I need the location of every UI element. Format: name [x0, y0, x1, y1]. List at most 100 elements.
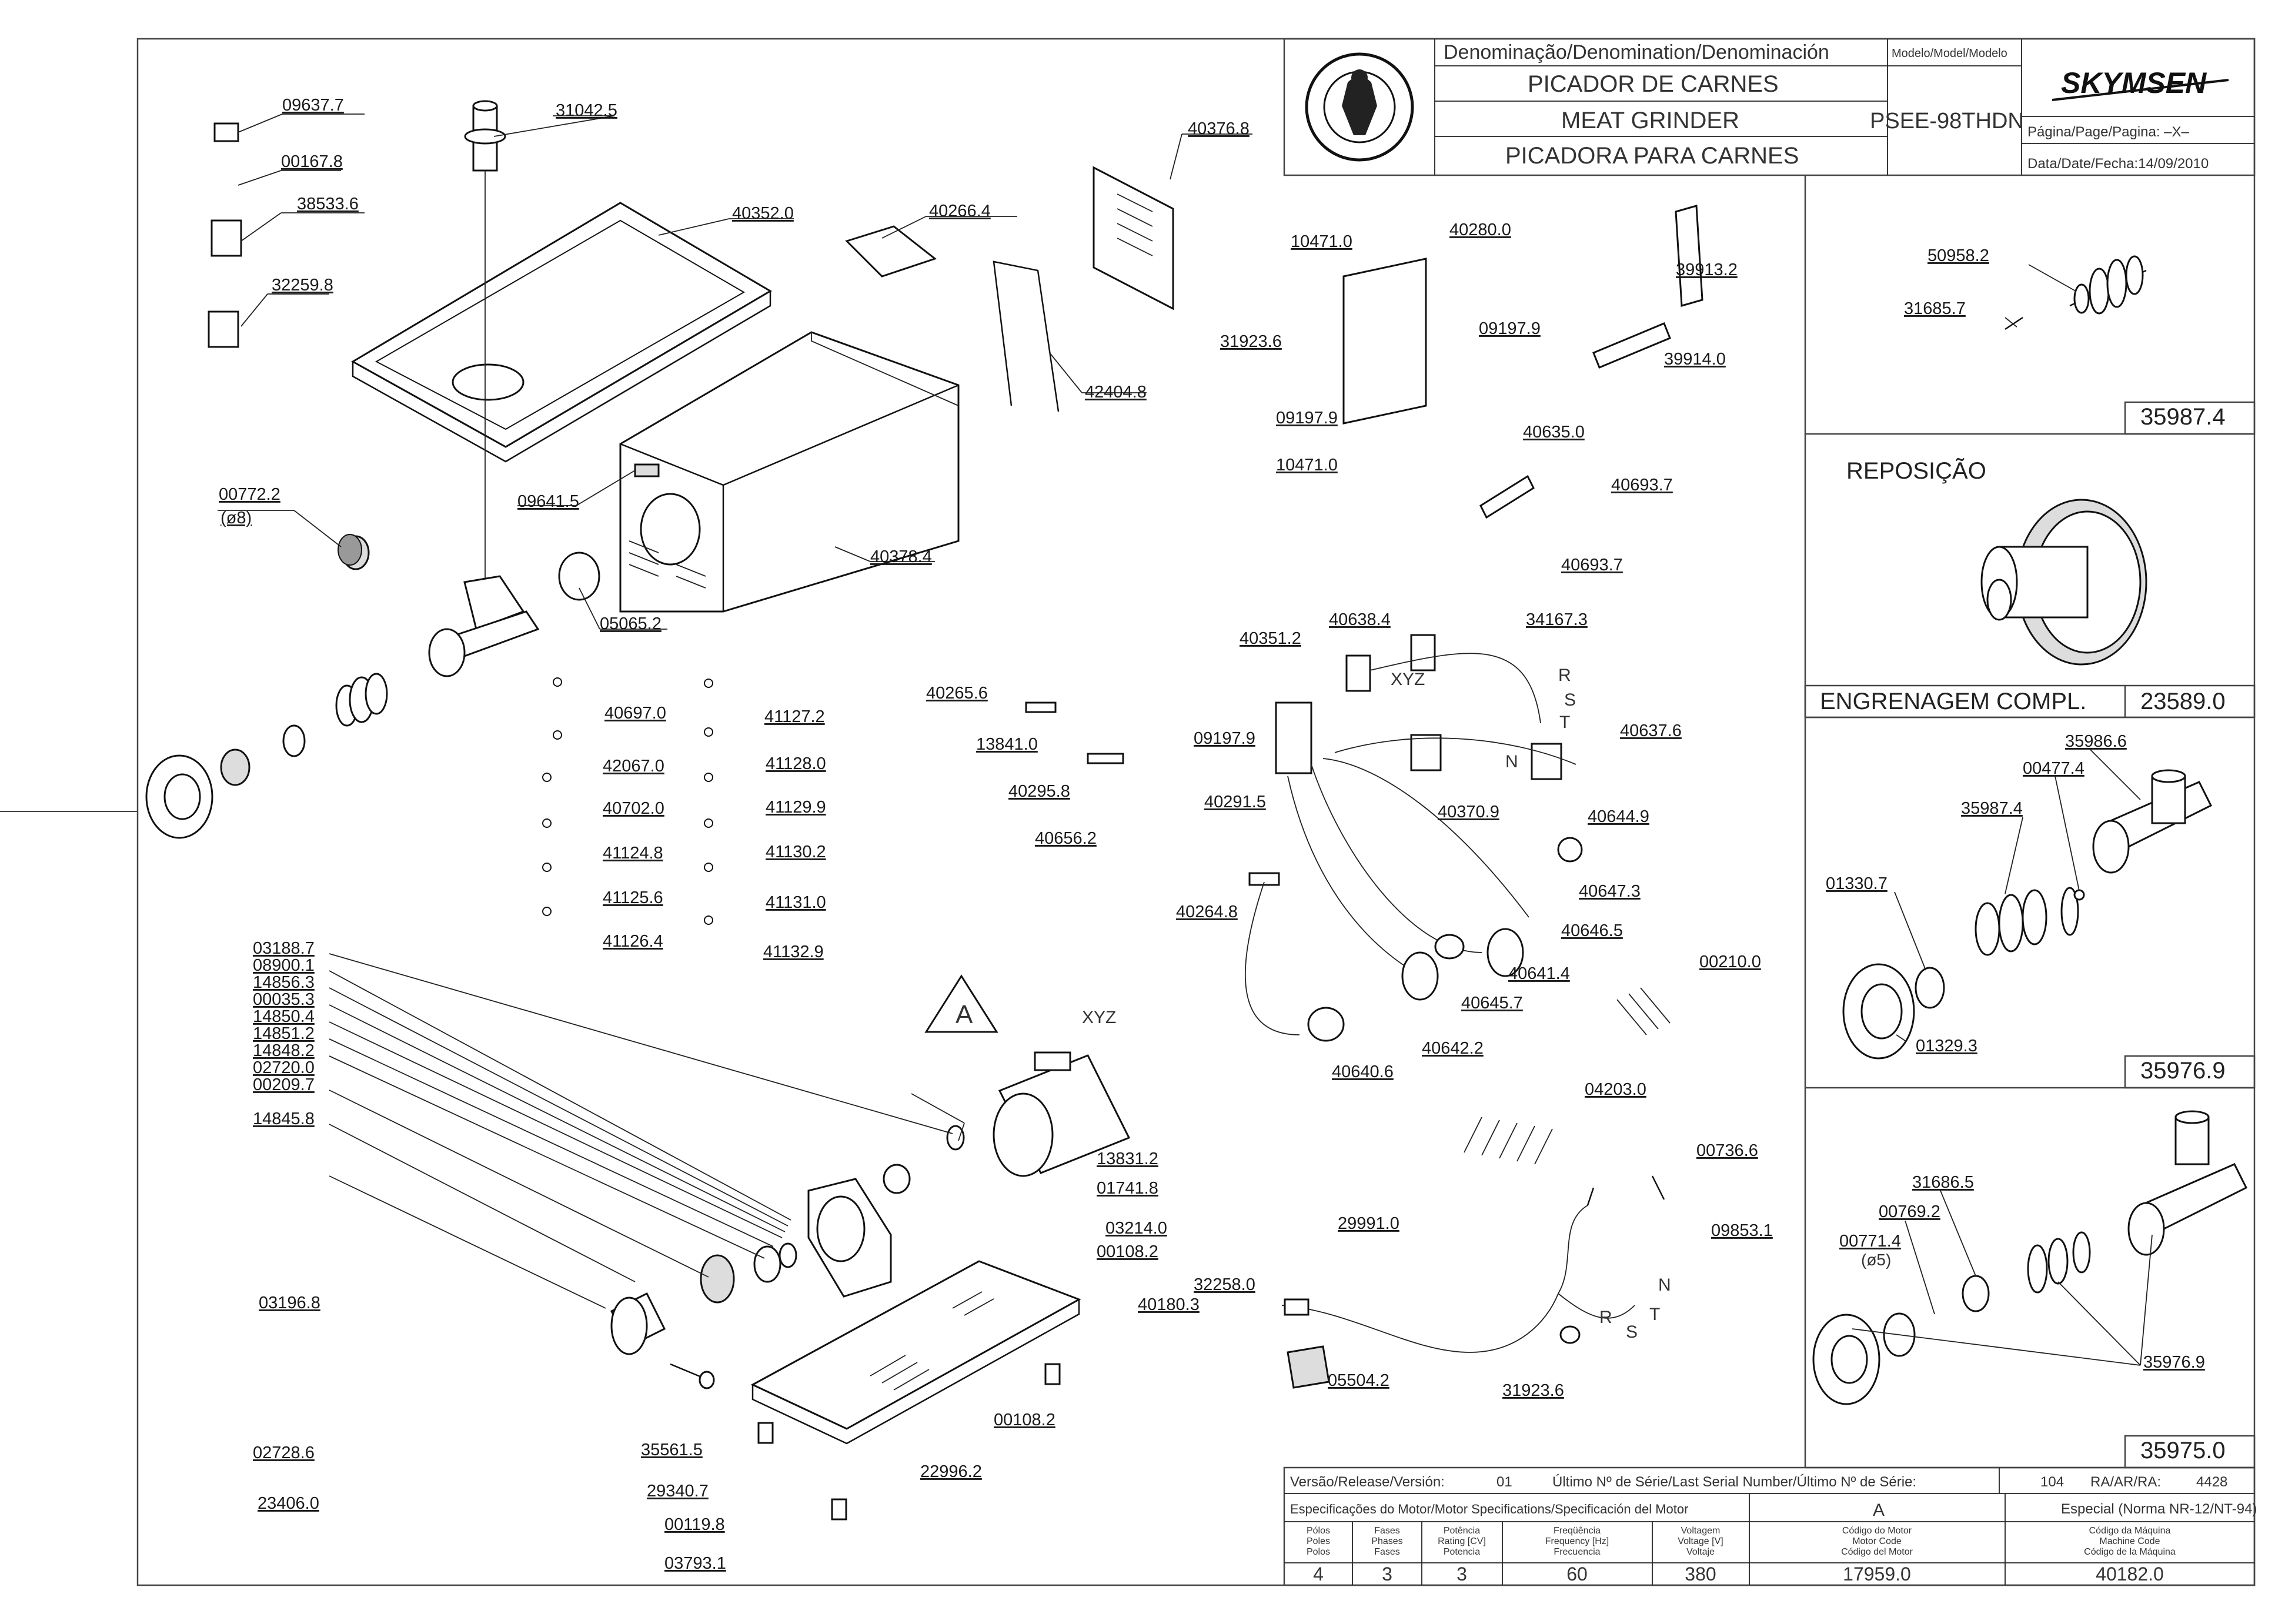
panel3-code: 35976.9	[2140, 1058, 2226, 1084]
svg-text:Fases: Fases	[1374, 1547, 1400, 1557]
page-field: Página/Page/Pagina: –X–	[2027, 124, 2190, 140]
part-number-label: 31042.5	[556, 101, 617, 120]
part-number-label: 00167.8	[281, 152, 343, 171]
svg-text:40182.0: 40182.0	[2096, 1563, 2164, 1585]
part-number-label: 09197.9	[1276, 409, 1338, 427]
part-number-label: 00210.0	[1699, 953, 1761, 971]
svg-text:4: 4	[1313, 1563, 1324, 1585]
svg-text:Motor Code: Motor Code	[1852, 1536, 1902, 1546]
grinder-assembly-icon	[1812, 1110, 2248, 1405]
svg-text:35986.6: 35986.6	[2065, 732, 2127, 751]
part-number-label: 01741.8	[1097, 1179, 1158, 1198]
svg-text:S: S	[1564, 690, 1576, 710]
svg-text:Código de la Máquina: Código de la Máquina	[2084, 1547, 2176, 1557]
part-number-label: 41126.4	[603, 932, 663, 951]
svg-text:380: 380	[1685, 1563, 1716, 1585]
model-header: Modelo/Model/Modelo	[1892, 47, 2007, 60]
part-number-label: 34167.3	[1526, 610, 1588, 629]
part-number-label: 40352.0	[732, 204, 794, 223]
part-number-label: 41124.8	[603, 844, 663, 863]
part-number-label: 31923.6	[1502, 1381, 1564, 1400]
brand-logo: SKYMSEN	[2052, 66, 2229, 101]
part-number-label: 00119.8	[664, 1515, 725, 1534]
part-number-label: 40642.2	[1422, 1039, 1484, 1058]
svg-text:SKYMSEN: SKYMSEN	[2061, 66, 2207, 99]
part-number-label: 02720.0	[253, 1058, 315, 1077]
svg-text:Polos: Polos	[1307, 1547, 1330, 1557]
part-number-label: 40280.0	[1449, 220, 1511, 239]
part-number-label: 40647.3	[1579, 882, 1641, 901]
svg-text:3: 3	[1382, 1563, 1392, 1585]
svg-text:17959.0: 17959.0	[1843, 1563, 1911, 1585]
name-pt: PICADOR DE CARNES	[1528, 71, 1779, 97]
motor-leader-lines	[329, 953, 953, 1309]
part-number-label: 00108.2	[1097, 1242, 1158, 1261]
part-number-label: 03188.7	[253, 939, 315, 958]
svg-text:Código do Motor: Código do Motor	[1842, 1526, 1912, 1536]
svg-text:Poles: Poles	[1307, 1536, 1330, 1546]
part-number-label: 14850.4	[253, 1007, 315, 1026]
svg-text:XYZ: XYZ	[1391, 670, 1425, 689]
part-number-label: 03214.0	[1105, 1219, 1167, 1238]
part-number-label: 41128.0	[766, 754, 826, 773]
part-number-label: 40693.7	[1611, 476, 1673, 494]
part-number-label: 09197.9	[1194, 729, 1255, 748]
denomination-header: Denominação/Denomination/Denominación	[1444, 41, 1829, 64]
part-number-label: 40702.0	[603, 799, 664, 818]
leader-lines	[218, 113, 1252, 1141]
svg-text:Phases: Phases	[1371, 1536, 1402, 1546]
part-number-label: 14856.3	[253, 973, 315, 992]
svg-text:S: S	[1626, 1322, 1638, 1342]
gear-assembly-icon	[1980, 499, 2147, 666]
svg-text:XYZ: XYZ	[1082, 1008, 1116, 1027]
part-number-label: 00035.3	[253, 990, 315, 1009]
part-number-label: 39914.0	[1664, 350, 1726, 369]
part-number-label: 00108.2	[994, 1411, 1055, 1429]
part-number-label: 40291.5	[1204, 793, 1266, 811]
svg-text:Voltagem: Voltagem	[1681, 1526, 1721, 1536]
svg-text:Voltage [V]: Voltage [V]	[1678, 1536, 1723, 1546]
title-block: Denominação/Denomination/Denominación Mo…	[1283, 38, 2256, 176]
part-number-label: 40351.2	[1240, 629, 1301, 648]
svg-text:Especial (Norma NR-12/NT-94): Especial (Norma NR-12/NT-94)	[2061, 1501, 2257, 1517]
svg-text:Último Nº de Série/Last Serial: Último Nº de Série/Last Serial Number/Úl…	[1552, 1474, 1916, 1490]
part-number-label: 05504.2	[1328, 1371, 1389, 1390]
part-number-label: 14845.8	[253, 1110, 315, 1128]
svg-text:R: R	[1599, 1308, 1612, 1327]
part-number-label: 40645.7	[1461, 994, 1523, 1013]
model-code: PSEE-98THDN	[1870, 109, 2024, 133]
part-number-label: 09197.9	[1479, 319, 1541, 338]
part-number-label: 42404.8	[1085, 383, 1147, 402]
part-number-label: 03793.1	[664, 1554, 726, 1573]
part-number-label: 40180.3	[1138, 1295, 1200, 1314]
svg-text:00771.4: 00771.4	[1839, 1232, 1901, 1251]
part-number-label: 03196.8	[259, 1294, 320, 1312]
svg-text:3: 3	[1456, 1563, 1467, 1585]
svg-text:Potencia: Potencia	[1444, 1547, 1480, 1557]
name-es: PICADORA PARA CARNES	[1505, 143, 1799, 169]
part-number-label: 40641.4	[1508, 964, 1570, 983]
svg-text:N: N	[1658, 1275, 1671, 1295]
panel1-code: 35987.4	[2140, 404, 2226, 430]
svg-text:A: A	[956, 1000, 973, 1029]
svg-text:35987.4: 35987.4	[1961, 799, 2023, 818]
svg-text:31686.5: 31686.5	[1912, 1173, 1974, 1192]
part-number-label: 32258.0	[1194, 1275, 1255, 1294]
authorized-service-seal	[1305, 52, 1414, 162]
svg-text:A: A	[1873, 1501, 1885, 1520]
part-number-label: 10471.0	[1276, 456, 1338, 474]
part-number-label: 40295.8	[1008, 782, 1070, 801]
svg-text:Versão/Release/Versión:: Versão/Release/Versión:	[1290, 1474, 1445, 1490]
part-number-label: 40635.0	[1523, 423, 1585, 442]
part-number-label: 42067.0	[603, 757, 664, 776]
svg-text:Código del Motor: Código del Motor	[1841, 1547, 1913, 1557]
part-number-label: 13831.2	[1097, 1150, 1158, 1168]
svg-text:Freqüência: Freqüência	[1554, 1526, 1601, 1536]
svg-text:01: 01	[1496, 1474, 1512, 1490]
part-number-label: 02728.6	[253, 1443, 315, 1462]
part-number-label: 38533.6	[297, 195, 359, 213]
svg-text:R: R	[1558, 666, 1571, 685]
part-number-label: 00209.7	[253, 1075, 315, 1094]
exploded-drawing-shapes	[145, 100, 1703, 1521]
auger-screw-icon	[2005, 255, 2147, 330]
